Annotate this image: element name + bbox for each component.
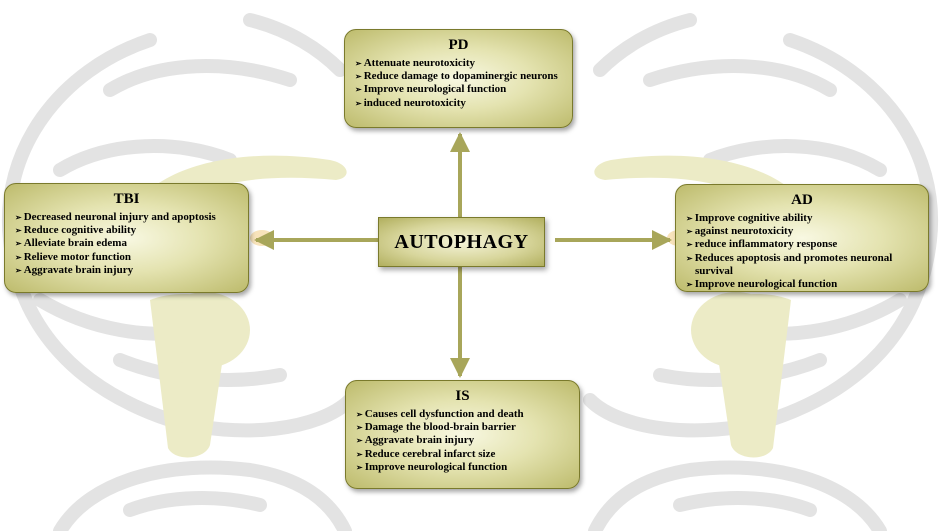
right-brain-fold-2 <box>703 139 887 177</box>
ad-item: against neurotoxicity <box>686 225 918 238</box>
left-thalamus-highlight <box>250 230 274 246</box>
pd-item: Improve neurological function <box>355 83 562 96</box>
is-item: Damage the blood-brain barrier <box>356 421 569 434</box>
tbi-title: TBI <box>113 191 140 207</box>
right-corpus-callosum <box>594 155 811 230</box>
ad-list: Improve cognitive ability against neurot… <box>686 212 918 291</box>
ad-item: Reduces apoptosis and promotes neuronal … <box>686 252 918 278</box>
ad-title: AD <box>791 192 813 208</box>
pd-item: Attenuate neurotoxicity <box>355 57 562 70</box>
pd-title: PD <box>448 37 469 53</box>
left-cerebellum <box>160 292 250 368</box>
tbi-item: Relieve motor function <box>15 251 238 264</box>
ad-item: reduce inflammatory response <box>686 238 918 251</box>
pd-box: PD Attenuate neurotoxicity Reduce damage… <box>344 29 573 128</box>
tbi-item: Alleviate brain edema <box>15 237 238 250</box>
left-corpus-callosum <box>130 155 347 230</box>
bottom-right-fold <box>673 491 817 517</box>
is-item: Aggravate brain injury <box>356 434 569 447</box>
tbi-item: Decreased neuronal injury and apoptosis <box>15 211 238 224</box>
bottom-left-lobe <box>53 460 352 531</box>
left-brain-fold-5 <box>243 13 347 77</box>
right-cerebellum <box>691 292 781 368</box>
right-brain-outline <box>583 33 939 438</box>
left-brain-fold-2 <box>53 139 237 177</box>
left-brain-fold-1 <box>103 59 297 97</box>
is-title: IS <box>455 388 470 404</box>
ad-box: AD Improve cognitive ability against neu… <box>675 184 929 292</box>
is-item: Reduce cerebral infarct size <box>356 448 569 461</box>
tbi-list: Decreased neuronal injury and apoptosis … <box>15 211 238 277</box>
tbi-box: TBI Decreased neuronal injury and apopto… <box>4 183 249 293</box>
is-box: IS Causes cell dysfunction and death Dam… <box>345 380 580 489</box>
is-item: Causes cell dysfunction and death <box>356 408 569 421</box>
right-brain-fold-1 <box>643 59 837 97</box>
pd-item: Reduce damage to dopaminergic neurons <box>355 70 562 83</box>
right-brain-fold-5 <box>593 13 697 77</box>
left-brain-outline <box>1 33 357 438</box>
tbi-item: Aggravate brain injury <box>15 264 238 277</box>
pd-item: induced neurotoxicity <box>355 97 562 110</box>
tbi-item: Reduce cognitive ability <box>15 224 238 237</box>
autophagy-center-node: AUTOPHAGY <box>378 217 545 267</box>
bottom-right-lobe <box>588 460 887 531</box>
pd-list: Attenuate neurotoxicity Reduce damage to… <box>355 57 562 110</box>
autophagy-label: AUTOPHAGY <box>394 230 529 253</box>
bottom-left-fold <box>123 491 267 517</box>
is-item: Improve neurological function <box>356 461 569 474</box>
ad-item: Improve neurological function <box>686 278 918 291</box>
is-list: Causes cell dysfunction and death Damage… <box>356 408 569 474</box>
ad-item: Improve cognitive ability <box>686 212 918 225</box>
